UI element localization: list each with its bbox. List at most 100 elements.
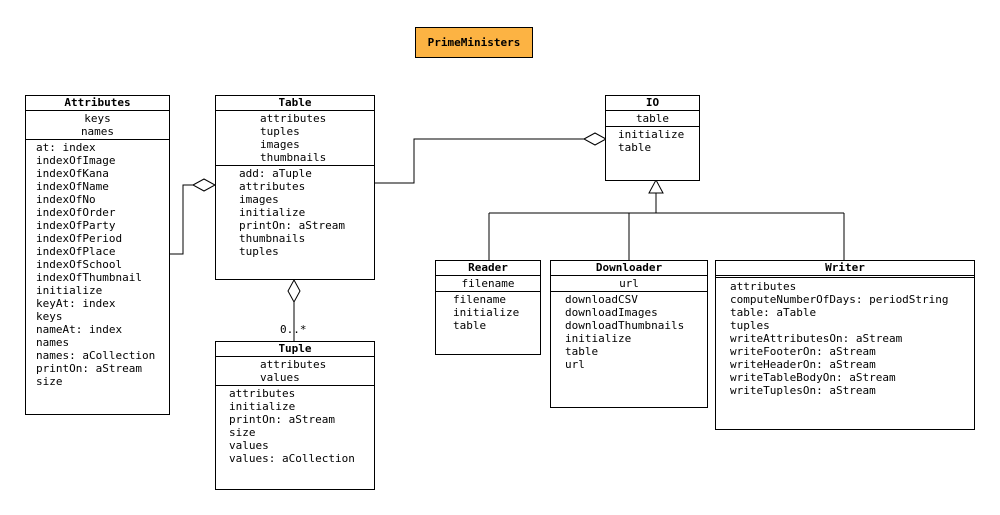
class-name: Downloader: [551, 261, 707, 276]
package-name: PrimeMinisters: [427, 36, 521, 49]
package-primeministers: PrimeMinisters: [415, 27, 533, 58]
class-operations-compartment: add: aTuple attributes images initialize…: [216, 166, 374, 258]
operation: nameAt: index: [36, 323, 123, 336]
attributes-table-aggregation: [169, 184, 193, 255]
operation: indexOfKana: [36, 167, 109, 180]
operation: keyAt: index: [36, 297, 116, 310]
operation: thumbnails: [239, 232, 306, 245]
class-attributes-compartment: attributes values: [216, 357, 374, 386]
operation: computeNumberOfDays: periodString: [730, 293, 949, 306]
operation: initialize: [239, 206, 306, 219]
class-attributes-compartment: keys names: [26, 111, 169, 140]
attribute: values: [260, 371, 300, 384]
class-operations-compartment: attributes initialize printOn: aStream s…: [216, 386, 374, 465]
operation: names: [36, 336, 70, 349]
operation: indexOfNo: [36, 193, 96, 206]
operation: initialize: [565, 332, 632, 345]
operation: attributes: [239, 180, 306, 193]
attribute: keys: [84, 112, 111, 125]
attribute: names: [80, 125, 115, 138]
operation: attributes: [229, 387, 296, 400]
operation: indexOfPeriod: [36, 232, 123, 245]
operation: initialize: [36, 284, 103, 297]
operation: size: [229, 426, 256, 439]
class-attributes-compartment: attributes tuples images thumbnails: [216, 111, 374, 166]
multiplicity-label: 0..*: [280, 323, 307, 336]
class-downloader: Downloader url downloadCSV downloadImage…: [550, 260, 708, 408]
class-io: IO table initialize table: [605, 95, 700, 181]
attribute: filename: [461, 277, 515, 290]
operation: writeAttributesOn: aStream: [730, 332, 903, 345]
operation: indexOfName: [36, 180, 109, 193]
class-operations-compartment: filename initialize table: [436, 292, 540, 332]
class-name: IO: [606, 96, 699, 111]
attribute: tuples: [260, 125, 300, 138]
class-tuple: Tuple attributes values attributes initi…: [215, 341, 375, 490]
attribute: attributes: [260, 358, 327, 371]
class-name: Attributes: [26, 96, 169, 111]
aggregation-diamond-io: [582, 132, 608, 146]
aggregation-diamond-table-bottom: [287, 278, 301, 304]
class-attributes-compartment: table: [606, 111, 699, 127]
class-attributes-compartment: filename: [436, 276, 540, 292]
operation: printOn: aStream: [36, 362, 142, 375]
operation: writeTableBodyOn: aStream: [730, 371, 896, 384]
operation: indexOfPlace: [36, 245, 116, 258]
operation: keys: [36, 310, 63, 323]
operation: downloadImages: [565, 306, 658, 319]
class-table: Table attributes tuples images thumbnail…: [215, 95, 375, 280]
operation: indexOfParty: [36, 219, 116, 232]
operation: add: aTuple: [239, 167, 312, 180]
operation: values: [229, 439, 269, 452]
operation: initialize: [229, 400, 296, 413]
class-name: Reader: [436, 261, 540, 276]
class-operations-compartment: downloadCSV downloadImages downloadThumb…: [551, 292, 707, 371]
class-name: Table: [216, 96, 374, 111]
class-attributes: Attributes keys names at: index indexOfI…: [25, 95, 170, 415]
operation: initialize: [453, 306, 520, 319]
class-operations-compartment: at: index indexOfImage indexOfKana index…: [26, 140, 169, 388]
operation: size: [36, 375, 63, 388]
operation: images: [239, 193, 279, 206]
operation: printOn: aStream: [239, 219, 345, 232]
operation: names: aCollection: [36, 349, 156, 362]
class-writer: Writer attributes computeNumberOfDays: p…: [715, 260, 975, 430]
attribute: attributes: [260, 112, 327, 125]
aggregation-diamond-table-left: [191, 178, 217, 192]
operation: writeFooterOn: aStream: [730, 345, 876, 358]
attribute: images: [260, 138, 300, 151]
table-io-aggregation: [375, 138, 584, 184]
operation: writeTuplesOn: aStream: [730, 384, 876, 397]
class-name: Writer: [716, 261, 974, 278]
operation: indexOfOrder: [36, 206, 116, 219]
operation: printOn: aStream: [229, 413, 335, 426]
operation: table: [453, 319, 487, 332]
operation: writeHeaderOn: aStream: [730, 358, 876, 371]
operation: indexOfSchool: [36, 258, 123, 271]
operation: url: [565, 358, 585, 371]
operation: attributes: [730, 280, 797, 293]
attribute: url: [619, 277, 639, 290]
operation: indexOfImage: [36, 154, 116, 167]
operation: tuples: [730, 319, 770, 332]
operation: downloadThumbnails: [565, 319, 685, 332]
generalization-triangle: [648, 178, 664, 194]
class-attributes-compartment: url: [551, 276, 707, 292]
operation: downloadCSV: [565, 293, 638, 306]
operation: table: aTable: [730, 306, 817, 319]
operation: table: [618, 141, 652, 154]
operation: at: index: [36, 141, 96, 154]
operation: filename: [453, 293, 506, 306]
attribute: table: [635, 112, 670, 125]
class-name: Tuple: [216, 342, 374, 357]
class-operations-compartment: attributes computeNumberOfDays: periodSt…: [716, 278, 974, 397]
class-reader: Reader filename filename initialize tabl…: [435, 260, 541, 355]
operation: table: [565, 345, 599, 358]
operation: initialize: [618, 128, 685, 141]
operation: tuples: [239, 245, 279, 258]
attribute: thumbnails: [260, 151, 327, 164]
class-operations-compartment: initialize table: [606, 127, 699, 154]
operation: indexOfThumbnail: [36, 271, 142, 284]
operation: values: aCollection: [229, 452, 355, 465]
